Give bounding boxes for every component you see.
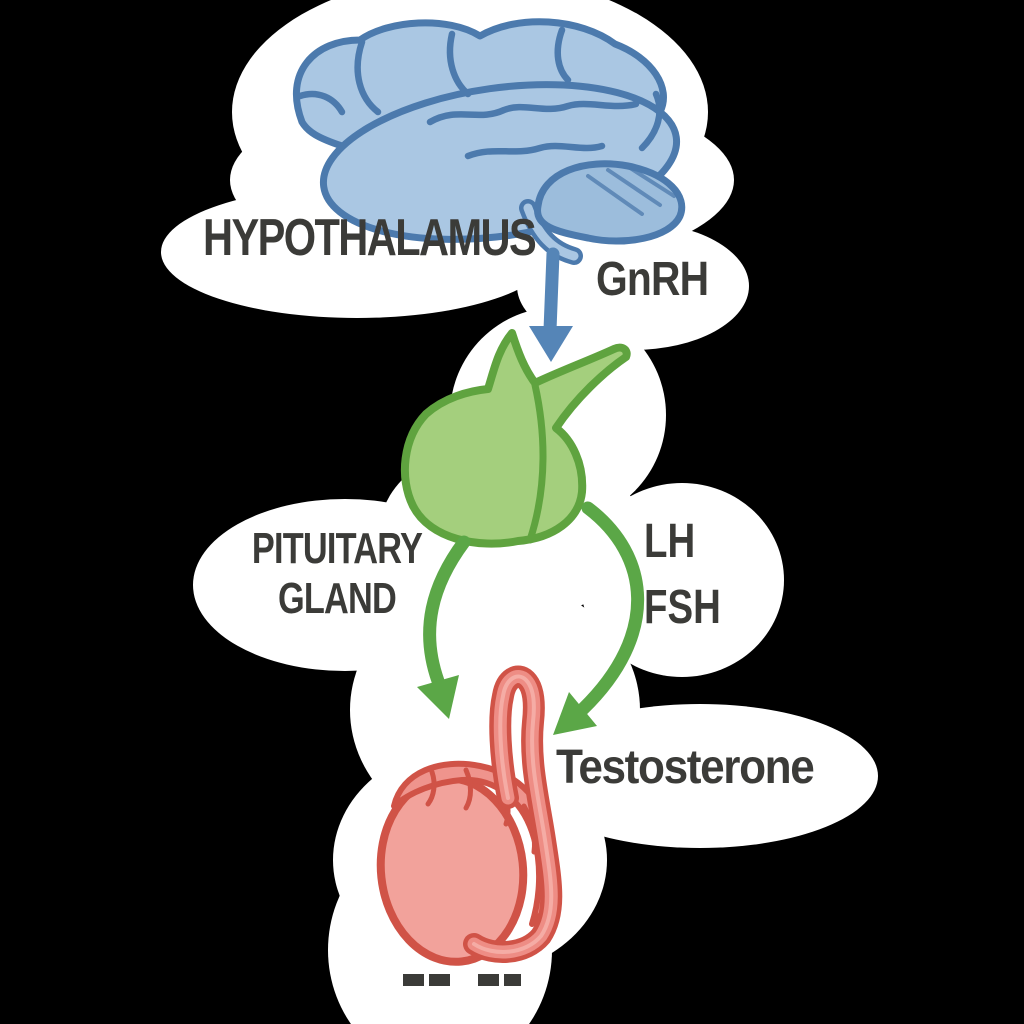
brain-fold-lines <box>296 26 663 160</box>
cerebellum <box>534 160 686 245</box>
gnrh-arrow-shaft <box>543 247 560 337</box>
lh-fsh-arrows <box>417 501 645 735</box>
testicle-spermatic-cord-icon <box>376 665 563 966</box>
cut-off-label-marks <box>403 974 521 986</box>
pituitary-lobe-fold <box>526 381 547 544</box>
pituitary-label-line1: PITUITARY <box>251 524 423 573</box>
brain-stem <box>523 203 579 261</box>
hormone-arrow-left-shaft <box>423 535 471 688</box>
hypothalamus-label: HYPOTHALAMUS <box>203 209 537 267</box>
spermatic-cord-highlight <box>472 674 554 954</box>
pituitary-gland-icon <box>400 329 631 548</box>
lh-label: LH <box>644 515 696 568</box>
gnrh-label: GnRH <box>596 253 709 306</box>
hormone-arrow-right-shaft <box>576 501 645 716</box>
brain-icon <box>293 18 686 265</box>
fsh-label: FSH <box>644 581 721 634</box>
epididymis <box>391 760 558 927</box>
hormone-arrow-left-head <box>417 675 459 719</box>
testosterone-label: Testosterone <box>556 741 815 794</box>
gnrh-arrow <box>529 247 573 362</box>
pituitary-label-line2: GLAND <box>277 574 397 623</box>
pituitary-body <box>400 329 631 548</box>
hormone-arrow-right-head <box>553 692 597 735</box>
gnrh-arrowhead <box>529 326 573 362</box>
cerebellum-hatch-lines <box>586 164 676 216</box>
